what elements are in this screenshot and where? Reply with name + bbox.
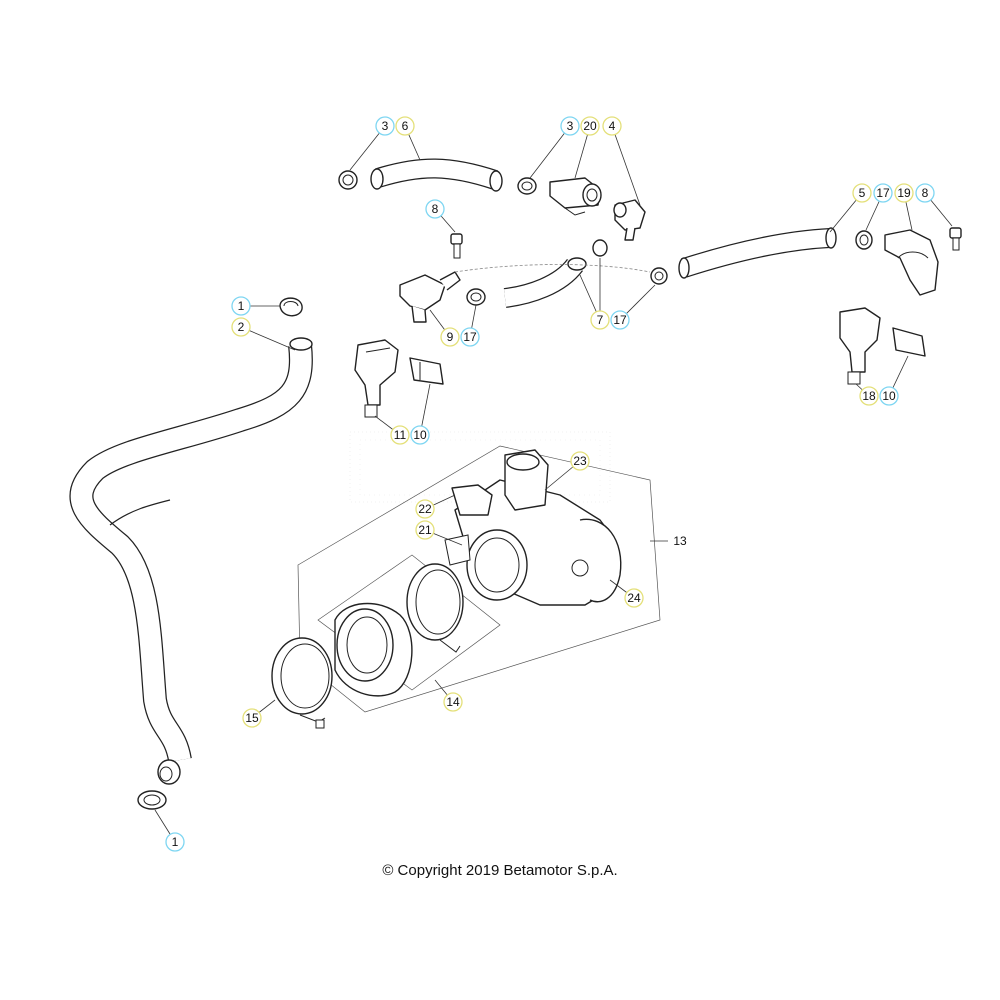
intake-clamp-ring-rear (406, 563, 464, 653)
callout-20: 20 (580, 116, 600, 136)
clamp-mid-7 (592, 239, 668, 285)
intake-clamp-ring-front-15 (271, 637, 333, 729)
connector-10-right (892, 327, 926, 357)
long-vent-hose (69, 337, 313, 785)
clamp-right-17 (855, 230, 873, 250)
callout-21: 21 (415, 520, 435, 540)
callout-1-top: 1 (231, 296, 251, 316)
svg-text:22: 22 (418, 502, 432, 516)
svg-text:2: 2 (238, 320, 245, 334)
injector-connector-9 (399, 271, 461, 323)
hose-clamp-top (279, 297, 303, 317)
callout-19: 19 (894, 183, 914, 203)
callout-9: 9 (440, 327, 460, 347)
callout-17-top-right: 17 (873, 183, 893, 203)
svg-text:23: 23 (573, 454, 587, 468)
callout-22: 22 (415, 499, 435, 519)
callout-23: 23 (570, 451, 590, 471)
fuel-injector-left (354, 339, 399, 418)
callout-6: 6 (395, 116, 415, 136)
svg-text:9: 9 (447, 330, 454, 344)
svg-text:17: 17 (876, 186, 890, 200)
svg-text:3: 3 (567, 119, 574, 133)
svg-text:24: 24 (627, 591, 641, 605)
svg-text:6: 6 (402, 119, 409, 133)
callout-2: 2 (231, 317, 251, 337)
svg-text:11: 11 (394, 428, 407, 442)
intake-rubber-manifold (334, 602, 413, 697)
callout-7: 7 (590, 310, 610, 330)
callout-17-mid-right: 17 (610, 310, 630, 330)
callout-10-left: 10 (410, 425, 430, 445)
callout-24: 24 (624, 588, 644, 608)
callout-14: 14 (443, 692, 463, 712)
callout-8-left: 8 (425, 199, 445, 219)
svg-text:8: 8 (922, 186, 929, 200)
svg-text:20: 20 (583, 119, 597, 133)
callout-10-right: 10 (879, 386, 899, 406)
clamp-9-17 (466, 288, 486, 306)
svg-text:4: 4 (609, 119, 616, 133)
svg-text:3: 3 (382, 119, 389, 133)
callout-13: 13 (671, 532, 689, 550)
fuel-injector-right (839, 307, 881, 385)
svg-text:18: 18 (862, 389, 876, 403)
svg-text:17: 17 (463, 330, 477, 344)
svg-text:15: 15 (245, 711, 259, 725)
svg-text:1: 1 (172, 835, 179, 849)
callout-5: 5 (852, 183, 872, 203)
svg-text:19: 19 (897, 186, 911, 200)
svg-text:17: 17 (613, 313, 627, 327)
copyright-notice: © Copyright 2019 Betamotor S.p.A. (382, 862, 618, 879)
callout-8-right: 8 (915, 183, 935, 203)
svg-text:14: 14 (446, 695, 460, 709)
connector-10-left (409, 357, 444, 385)
clamp-small-left (338, 170, 358, 190)
svg-text:10: 10 (413, 428, 427, 442)
svg-text:7: 7 (597, 313, 604, 327)
clamp-small-mid (517, 177, 537, 195)
right-hose (678, 227, 837, 279)
elbow-connector-19 (884, 229, 939, 296)
callout-3-top-mid: 3 (560, 116, 580, 136)
svg-text:21: 21 (418, 523, 432, 537)
callout-18: 18 (859, 386, 879, 406)
screw-right (949, 227, 962, 251)
top-hose-6 (370, 158, 503, 192)
svg-text:13: 13 (673, 534, 687, 548)
svg-text:8: 8 (432, 202, 439, 216)
screw-left (450, 233, 463, 259)
callout-4: 4 (602, 116, 622, 136)
t-connector-20 (549, 177, 602, 216)
callout-1-bottom: 1 (165, 832, 185, 852)
callout-11: 11 (390, 425, 410, 445)
callout-15: 15 (242, 708, 262, 728)
hose-clamp-bottom (137, 790, 167, 810)
throttle-body (444, 449, 622, 606)
svg-text:10: 10 (882, 389, 896, 403)
svg-text:5: 5 (859, 186, 866, 200)
svg-text:1: 1 (238, 299, 245, 313)
callout-17-mid-left: 17 (460, 327, 480, 347)
callout-3-top-left: 3 (375, 116, 395, 136)
elbow-connector-4 (613, 199, 646, 241)
dashed-line-a (454, 264, 651, 273)
mid-hose-7 (503, 257, 587, 308)
